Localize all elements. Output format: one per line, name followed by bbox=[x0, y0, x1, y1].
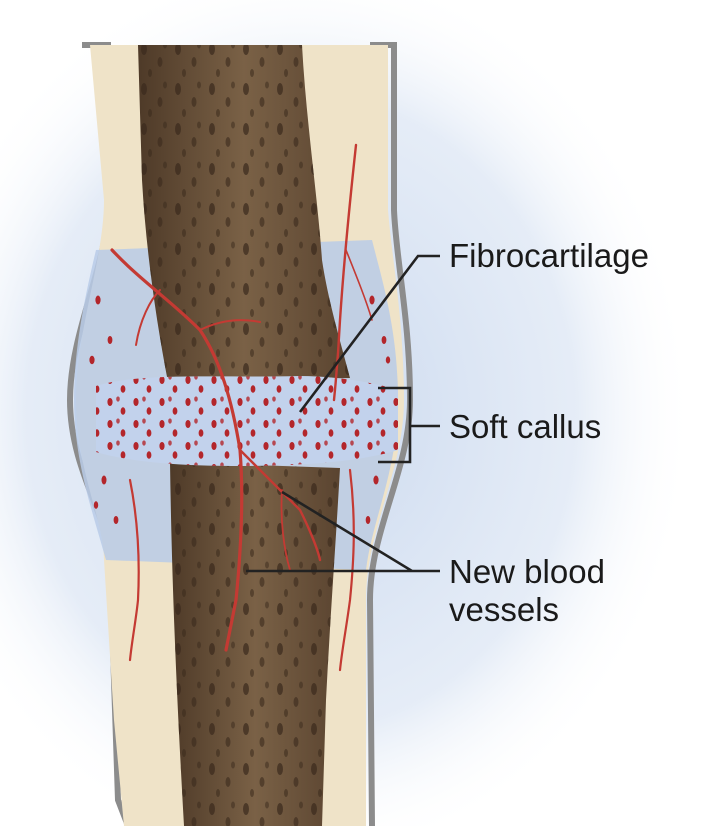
fibrocartilage-leader bbox=[298, 254, 440, 413]
new-blood-vessels-line1: New blood bbox=[449, 553, 605, 590]
spongy-bone-lower-pores bbox=[170, 462, 340, 826]
fibrocartilage-label: Fibrocartilage bbox=[449, 237, 649, 274]
blood-vessels bbox=[110, 143, 373, 672]
fibrocartilage-dots bbox=[96, 376, 398, 466]
spongy-bone-upper-pores bbox=[138, 45, 350, 382]
soft-callus-label: Soft callus bbox=[449, 408, 602, 445]
callus-side-dots bbox=[89, 295, 391, 524]
new-blood-vessels-line2: vessels bbox=[449, 591, 560, 628]
soft-callus-bracket bbox=[378, 386, 440, 464]
vessels-leader bbox=[246, 490, 440, 573]
leader-lines bbox=[246, 254, 440, 573]
new-blood-vessels-label: New blood vessels bbox=[449, 553, 605, 629]
